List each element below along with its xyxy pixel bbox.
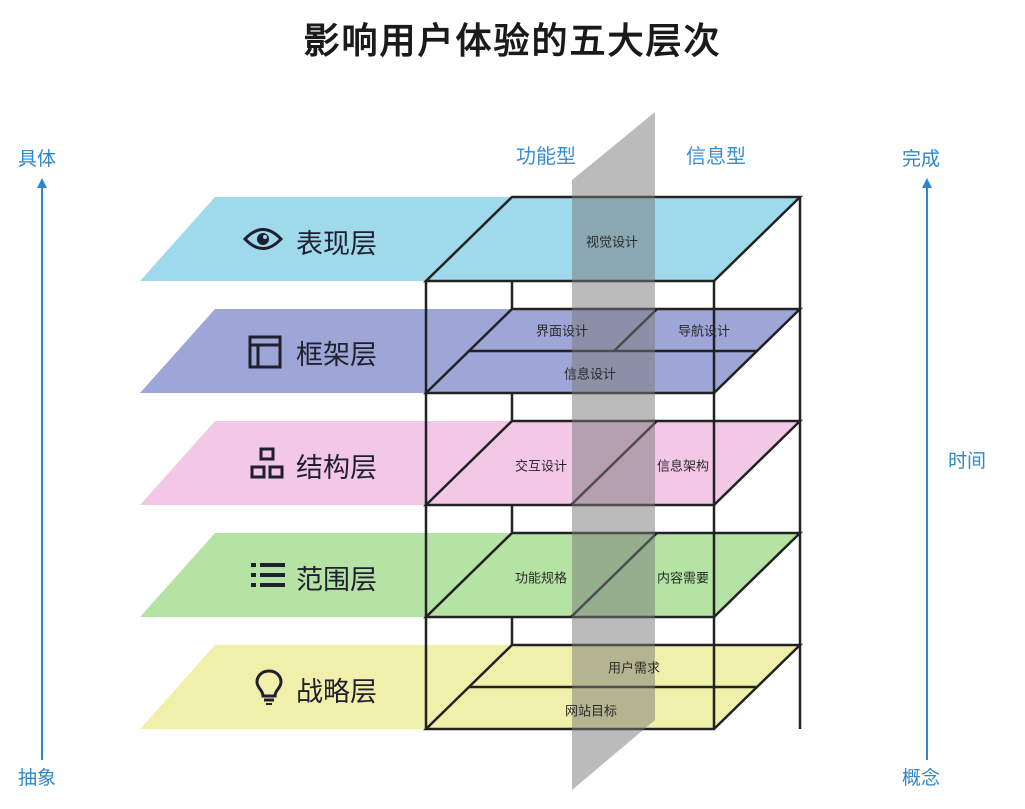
- layer-name-scope: 范围层: [296, 565, 377, 596]
- layer-name-presentation: 表现层: [296, 229, 377, 260]
- left-axis-arrowhead: [37, 178, 47, 188]
- right-axis-top-label: 完成: [902, 148, 941, 170]
- right-axis-bottom-label: 概念: [902, 767, 941, 789]
- cell-label-functional-spec: 功能规格: [514, 571, 568, 587]
- diagram-title: 影响用户体验的五大层次: [303, 21, 722, 62]
- column-head-functional: 功能型: [516, 144, 576, 168]
- left-axis-bottom-label: 抽象: [18, 767, 57, 789]
- cell-label-interaction-design: 交互设计: [514, 459, 568, 475]
- cell-label-interface-design: 界面设计: [535, 324, 589, 340]
- right-axis-arrowhead: [922, 178, 932, 188]
- left-axis-top-label: 具体: [18, 148, 57, 170]
- layer-name-strategy: 战略层: [296, 677, 377, 708]
- list-icon: [251, 563, 285, 587]
- cell-label-content-requirements: 内容需要: [656, 571, 710, 587]
- right-axis-middle-label: 时间: [948, 450, 987, 472]
- cell-label-information-design: 信息设计: [563, 367, 617, 383]
- cell-label-user-needs: 用户需求: [607, 661, 661, 677]
- lightbulb-icon: [255, 669, 283, 705]
- cell-label-site-objectives: 网站目标: [564, 704, 618, 720]
- divider-plane: [572, 112, 655, 790]
- hierarchy-icon: [250, 447, 284, 479]
- eye-icon: [243, 228, 283, 250]
- cell-label-information-architecture: 信息架构: [656, 459, 710, 475]
- column-head-informational: 信息型: [686, 144, 746, 168]
- cell-label-visual-design: 视觉设计: [585, 235, 639, 251]
- layer-name-framework: 框架层: [296, 340, 377, 371]
- layer-name-structure: 结构层: [296, 453, 377, 484]
- window-icon: [248, 335, 282, 369]
- cell-label-navigation-design: 导航设计: [677, 324, 731, 340]
